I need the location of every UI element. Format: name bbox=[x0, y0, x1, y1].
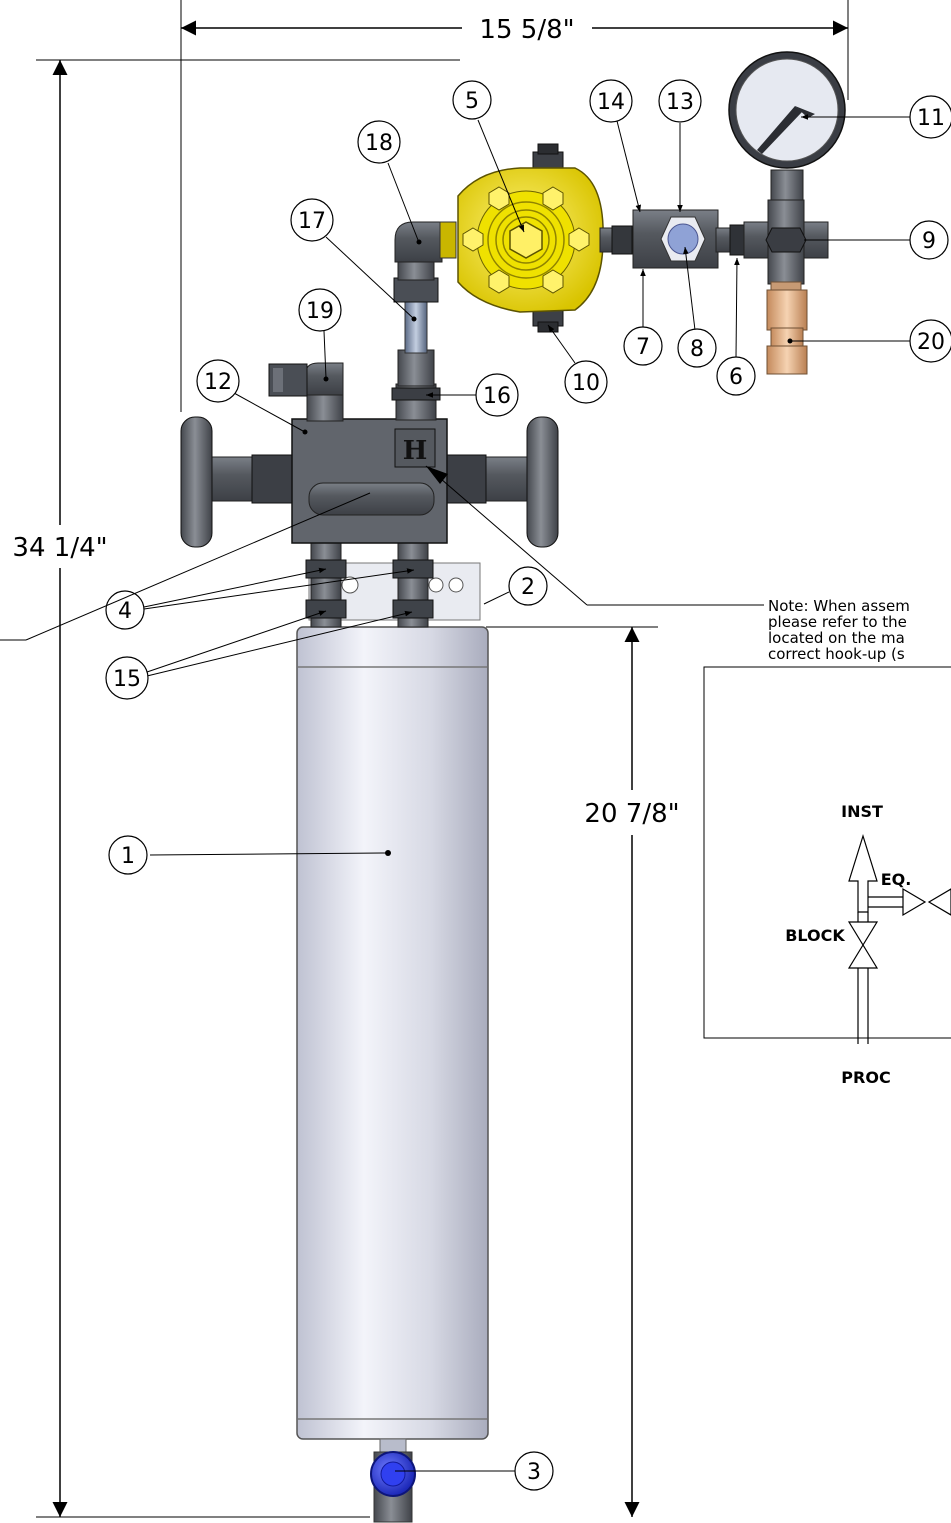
balloon-20 bbox=[909, 319, 951, 363]
svg-text:17: 17 bbox=[298, 209, 326, 234]
schematic-proc-label: PROC bbox=[841, 1068, 890, 1087]
schematic-block-label: BLOCK bbox=[785, 926, 845, 945]
elbow-fitting-left bbox=[268, 362, 344, 422]
svg-text:16: 16 bbox=[483, 384, 511, 409]
upper-tubing bbox=[391, 221, 443, 421]
svg-text:13: 13 bbox=[666, 90, 694, 115]
balloon-8 bbox=[677, 328, 717, 368]
width-dimension: 15 5/8" bbox=[180, 0, 849, 412]
svg-text:4: 4 bbox=[118, 599, 132, 624]
svg-text:18: 18 bbox=[365, 131, 393, 156]
balloon-2 bbox=[508, 566, 548, 606]
balloon-5 bbox=[452, 80, 492, 120]
balloon-14 bbox=[589, 79, 633, 123]
svg-text:19: 19 bbox=[306, 299, 334, 324]
height-dimension-label: 34 1/4" bbox=[12, 533, 107, 563]
svg-text:2: 2 bbox=[521, 575, 535, 600]
width-dimension-label: 15 5/8" bbox=[479, 15, 574, 45]
cylinder-dimension: 20 7/8" bbox=[486, 626, 680, 1517]
balloon-3 bbox=[514, 1451, 554, 1491]
assembly-note: Note: When assem please refer to the loc… bbox=[768, 597, 910, 663]
balloon-18 bbox=[357, 120, 401, 164]
balloon-6 bbox=[716, 356, 756, 396]
note-line-1: Note: When assem bbox=[768, 597, 910, 615]
balloon-19 bbox=[298, 288, 342, 332]
svg-text:9: 9 bbox=[922, 229, 936, 254]
note-line-4: correct hook-up (s bbox=[768, 645, 905, 663]
note-leader bbox=[425, 465, 764, 606]
filter-block bbox=[632, 209, 745, 269]
svg-text:1: 1 bbox=[121, 844, 135, 869]
balloon-1 bbox=[108, 835, 148, 875]
balloon-16 bbox=[475, 373, 519, 417]
balloon-17 bbox=[290, 198, 334, 242]
svg-text:6: 6 bbox=[729, 365, 743, 390]
schematic-eq-label: EQ. bbox=[881, 870, 912, 889]
svg-text:3: 3 bbox=[527, 1460, 541, 1485]
balloon-12 bbox=[196, 359, 240, 403]
edge-leader-diagonal bbox=[25, 492, 371, 641]
brass-fitting bbox=[766, 281, 808, 375]
gauge-assembly bbox=[728, 51, 846, 285]
manifold-logo: H bbox=[403, 436, 428, 466]
balloon-10 bbox=[564, 360, 608, 404]
svg-text:12: 12 bbox=[204, 370, 232, 395]
balloon-13 bbox=[658, 79, 702, 123]
drain-valve bbox=[370, 1451, 416, 1523]
balloon-9 bbox=[909, 220, 949, 260]
balloon-callouts: 1 2 3 4 5 6 7 8 9 10 bbox=[105, 79, 951, 1491]
balloon-11 bbox=[909, 95, 951, 139]
svg-text:8: 8 bbox=[690, 337, 704, 362]
svg-text:7: 7 bbox=[636, 335, 650, 360]
note-line-3: located on the ma bbox=[768, 629, 905, 647]
svg-text:11: 11 bbox=[917, 106, 945, 131]
schematic-inst-label: INST bbox=[841, 802, 883, 821]
svg-text:14: 14 bbox=[597, 90, 625, 115]
balloon-15 bbox=[105, 656, 149, 700]
manifold-block: H bbox=[180, 416, 559, 548]
svg-text:5: 5 bbox=[465, 89, 479, 114]
hookup-schematic: INST EQ. BLOCK PROC bbox=[703, 666, 951, 1087]
svg-text:15: 15 bbox=[113, 667, 141, 692]
sample-cylinder bbox=[296, 626, 489, 1454]
balloon-7 bbox=[623, 326, 663, 366]
height-dimension: 34 1/4" bbox=[12, 59, 460, 1518]
balloon-4 bbox=[105, 590, 145, 630]
svg-text:20: 20 bbox=[917, 330, 945, 355]
note-line-2: please refer to the bbox=[768, 613, 907, 631]
cylinder-dimension-label: 20 7/8" bbox=[584, 799, 679, 829]
svg-text:10: 10 bbox=[572, 371, 600, 396]
pressure-regulator bbox=[439, 143, 637, 333]
